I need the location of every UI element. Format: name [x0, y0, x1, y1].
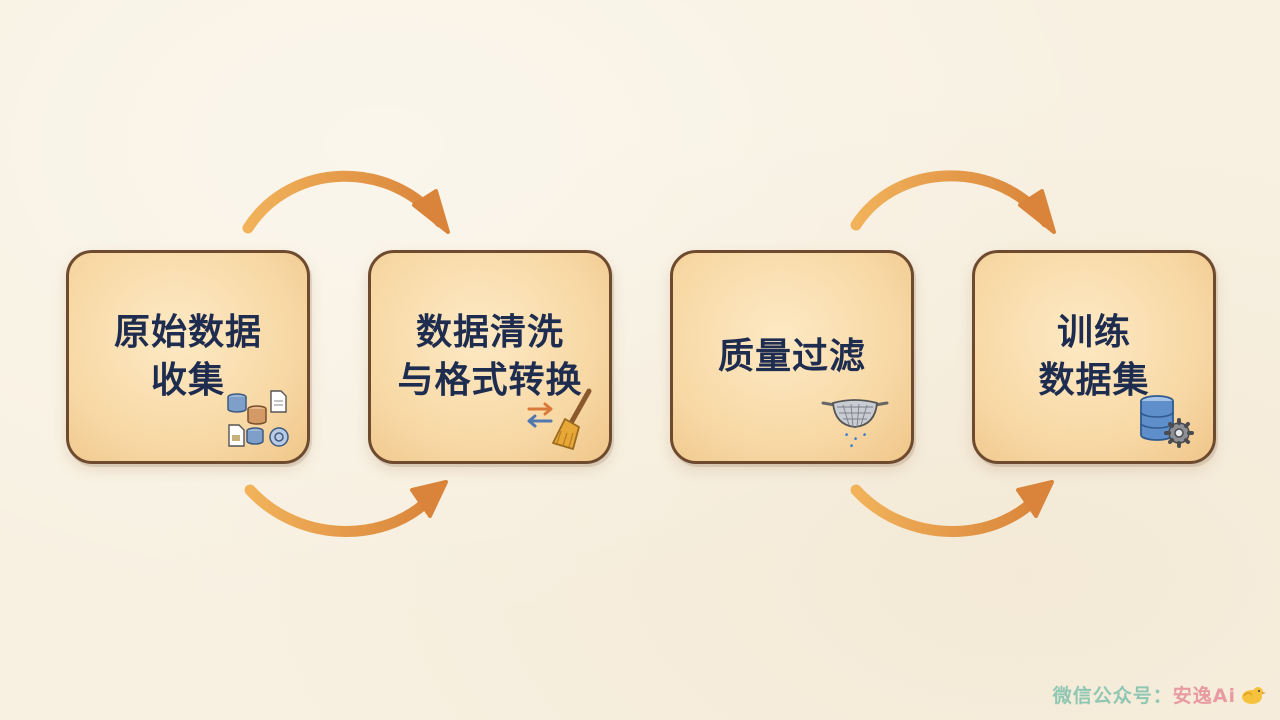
step-1-line-2: 收集 — [150, 360, 225, 401]
step-4-line-2: 数据集 — [1038, 360, 1150, 401]
step-box-2: 数据清洗 与格式转换 — [368, 250, 612, 464]
step-4-line-1: 训练 — [1056, 312, 1131, 353]
step-label-4: 训练 数据集 — [1038, 309, 1149, 405]
arrow-top-1 — [242, 170, 450, 234]
step-box-1: 原始数据 收集 — [66, 250, 310, 464]
step-1-line-1: 原始数据 — [113, 312, 262, 353]
data-collection-icon — [227, 390, 289, 447]
step-box-4: 训练 数据集 — [972, 250, 1216, 464]
watermark-name: 安逸Ai — [1172, 685, 1236, 707]
step-box-3: 质量过滤 — [670, 250, 914, 464]
arrow-top-2 — [850, 170, 1056, 234]
step-2-line-1: 数据清洗 — [415, 312, 564, 353]
database-gear-icon — [1140, 395, 1194, 448]
broom-icon — [527, 388, 592, 450]
arrow-bottom-1 — [244, 480, 448, 537]
watermark: 微信公众号： 安逸Ai — [1053, 681, 1266, 708]
watermark-prefix: 微信公众号： — [1052, 685, 1173, 707]
step-label-3: 质量过滤 — [718, 333, 866, 381]
bird-icon — [1242, 686, 1266, 704]
step-label-2: 数据清洗 与格式转换 — [397, 309, 582, 405]
step-2-line-2: 与格式转换 — [397, 360, 583, 401]
step-3-line-1: 质量过滤 — [717, 336, 866, 377]
step-label-1: 原始数据 收集 — [114, 309, 262, 405]
strainer-icon — [821, 399, 889, 448]
arrow-bottom-2 — [850, 480, 1054, 537]
